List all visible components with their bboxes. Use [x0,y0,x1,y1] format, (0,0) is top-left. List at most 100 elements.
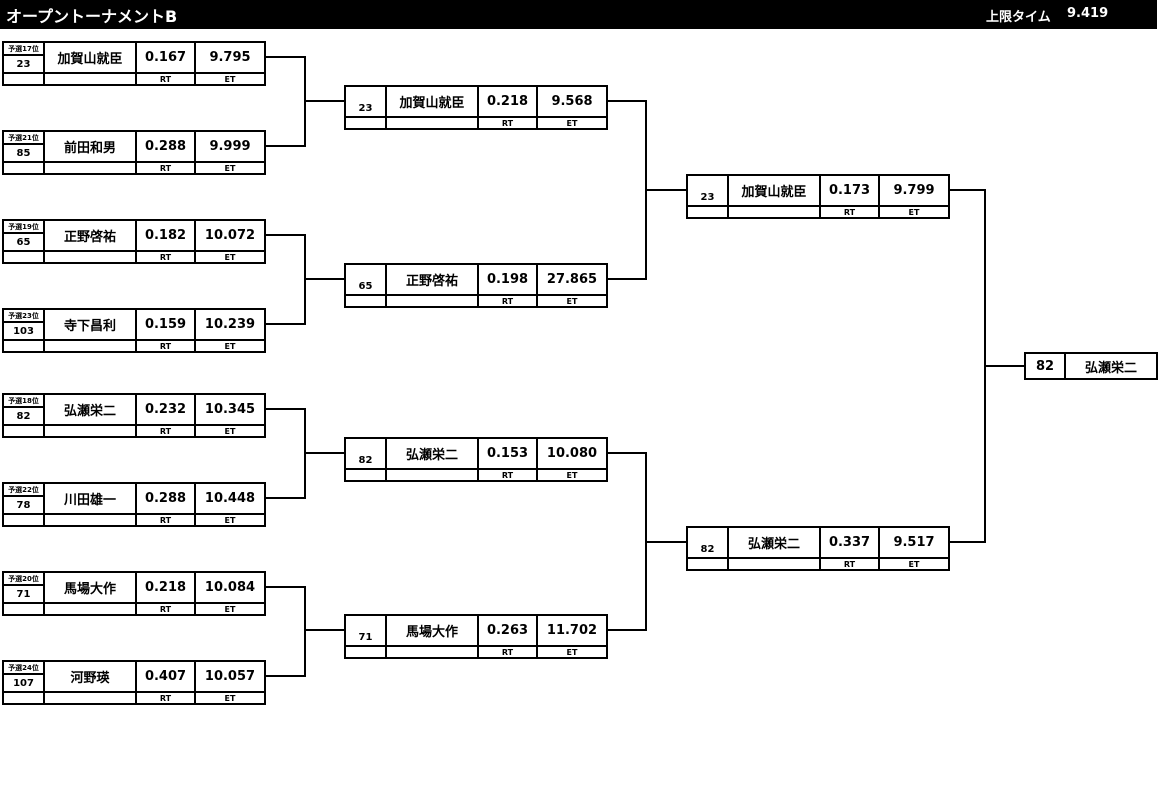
blank-cell [385,468,479,482]
seed-number: 82 [2,406,45,426]
rt-label: RT [819,557,880,571]
reaction-time: 0.198 [477,263,538,296]
rt-label: RT [135,250,196,264]
blank-cell [385,645,479,659]
bracket-line [305,452,344,454]
rt-label: RT [135,161,196,175]
bracket-line [266,497,305,499]
rider-name: 河野瑛 [43,660,137,693]
seed-number: 71 [344,614,387,647]
blank-cell [344,116,387,130]
bracket-line [985,365,1024,367]
bracket-line [266,56,305,58]
elapsed-time: 11.702 [536,614,608,647]
bracket-line [266,675,305,677]
bracket-line [608,100,646,102]
champion-name: 弘瀬栄二 [1064,352,1158,380]
rt-label: RT [477,645,538,659]
blank-cell [2,513,45,527]
et-label: ET [536,645,608,659]
blank-cell [2,72,45,86]
et-label: ET [194,250,266,264]
bracket-line [608,278,646,280]
et-label: ET [194,691,266,705]
blank-cell [2,424,45,438]
blank-cell [2,602,45,616]
seed-number: 65 [2,232,45,252]
elapsed-time: 10.239 [194,308,266,341]
rider-name: 加賀山就臣 [727,174,821,207]
seed-number: 82 [344,437,387,470]
rider-name: 弘瀬栄二 [727,526,821,559]
reaction-time: 0.159 [135,308,196,341]
blank-cell [43,424,137,438]
tournament-title: オープントーナメントB [6,7,178,26]
elapsed-time: 10.057 [194,660,266,693]
bracket-line [608,629,646,631]
reaction-time: 0.218 [477,85,538,118]
rt-label: RT [135,424,196,438]
rt-label: RT [135,72,196,86]
et-label: ET [194,339,266,353]
blank-cell [43,602,137,616]
blank-cell [344,468,387,482]
et-label: ET [194,161,266,175]
et-label: ET [536,294,608,308]
bracket-line [646,541,686,543]
et-label: ET [878,557,950,571]
seed-number: 103 [2,321,45,341]
rider-name: 正野啓祐 [43,219,137,252]
bracket-line [266,234,305,236]
blank-cell [43,339,137,353]
seed-number: 65 [344,263,387,296]
rt-label: RT [135,339,196,353]
rt-label: RT [477,294,538,308]
bracket-line [266,323,305,325]
rider-name: 加賀山就臣 [43,41,137,74]
seed-number: 107 [2,673,45,693]
et-label: ET [878,205,950,219]
rt-label: RT [477,116,538,130]
et-label: ET [536,468,608,482]
blank-cell [43,513,137,527]
reaction-time: 0.153 [477,437,538,470]
header-bar: オープントーナメントB 上限タイム 9.419 [0,0,1157,29]
rider-name: 前田和男 [43,130,137,163]
rider-name: 弘瀬栄二 [385,437,479,470]
reaction-time: 0.337 [819,526,880,559]
rt-label: RT [477,468,538,482]
bracket-line [266,145,305,147]
reaction-time: 0.288 [135,130,196,163]
reaction-time: 0.167 [135,41,196,74]
seed-number: 78 [2,495,45,515]
time-limit-value: 9.419 [1067,6,1109,21]
rt-label: RT [135,513,196,527]
et-label: ET [194,513,266,527]
seed-number: 23 [686,174,729,207]
blank-cell [385,116,479,130]
elapsed-time: 9.799 [878,174,950,207]
blank-cell [43,691,137,705]
reaction-time: 0.232 [135,393,196,426]
reaction-time: 0.173 [819,174,880,207]
elapsed-time: 9.517 [878,526,950,559]
elapsed-time: 10.345 [194,393,266,426]
et-label: ET [194,602,266,616]
blank-cell [385,294,479,308]
rider-name: 弘瀬栄二 [43,393,137,426]
seed-number: 82 [686,526,729,559]
blank-cell [686,557,729,571]
rider-name: 加賀山就臣 [385,85,479,118]
rider-name: 川田雄一 [43,482,137,515]
reaction-time: 0.407 [135,660,196,693]
blank-cell [727,205,821,219]
